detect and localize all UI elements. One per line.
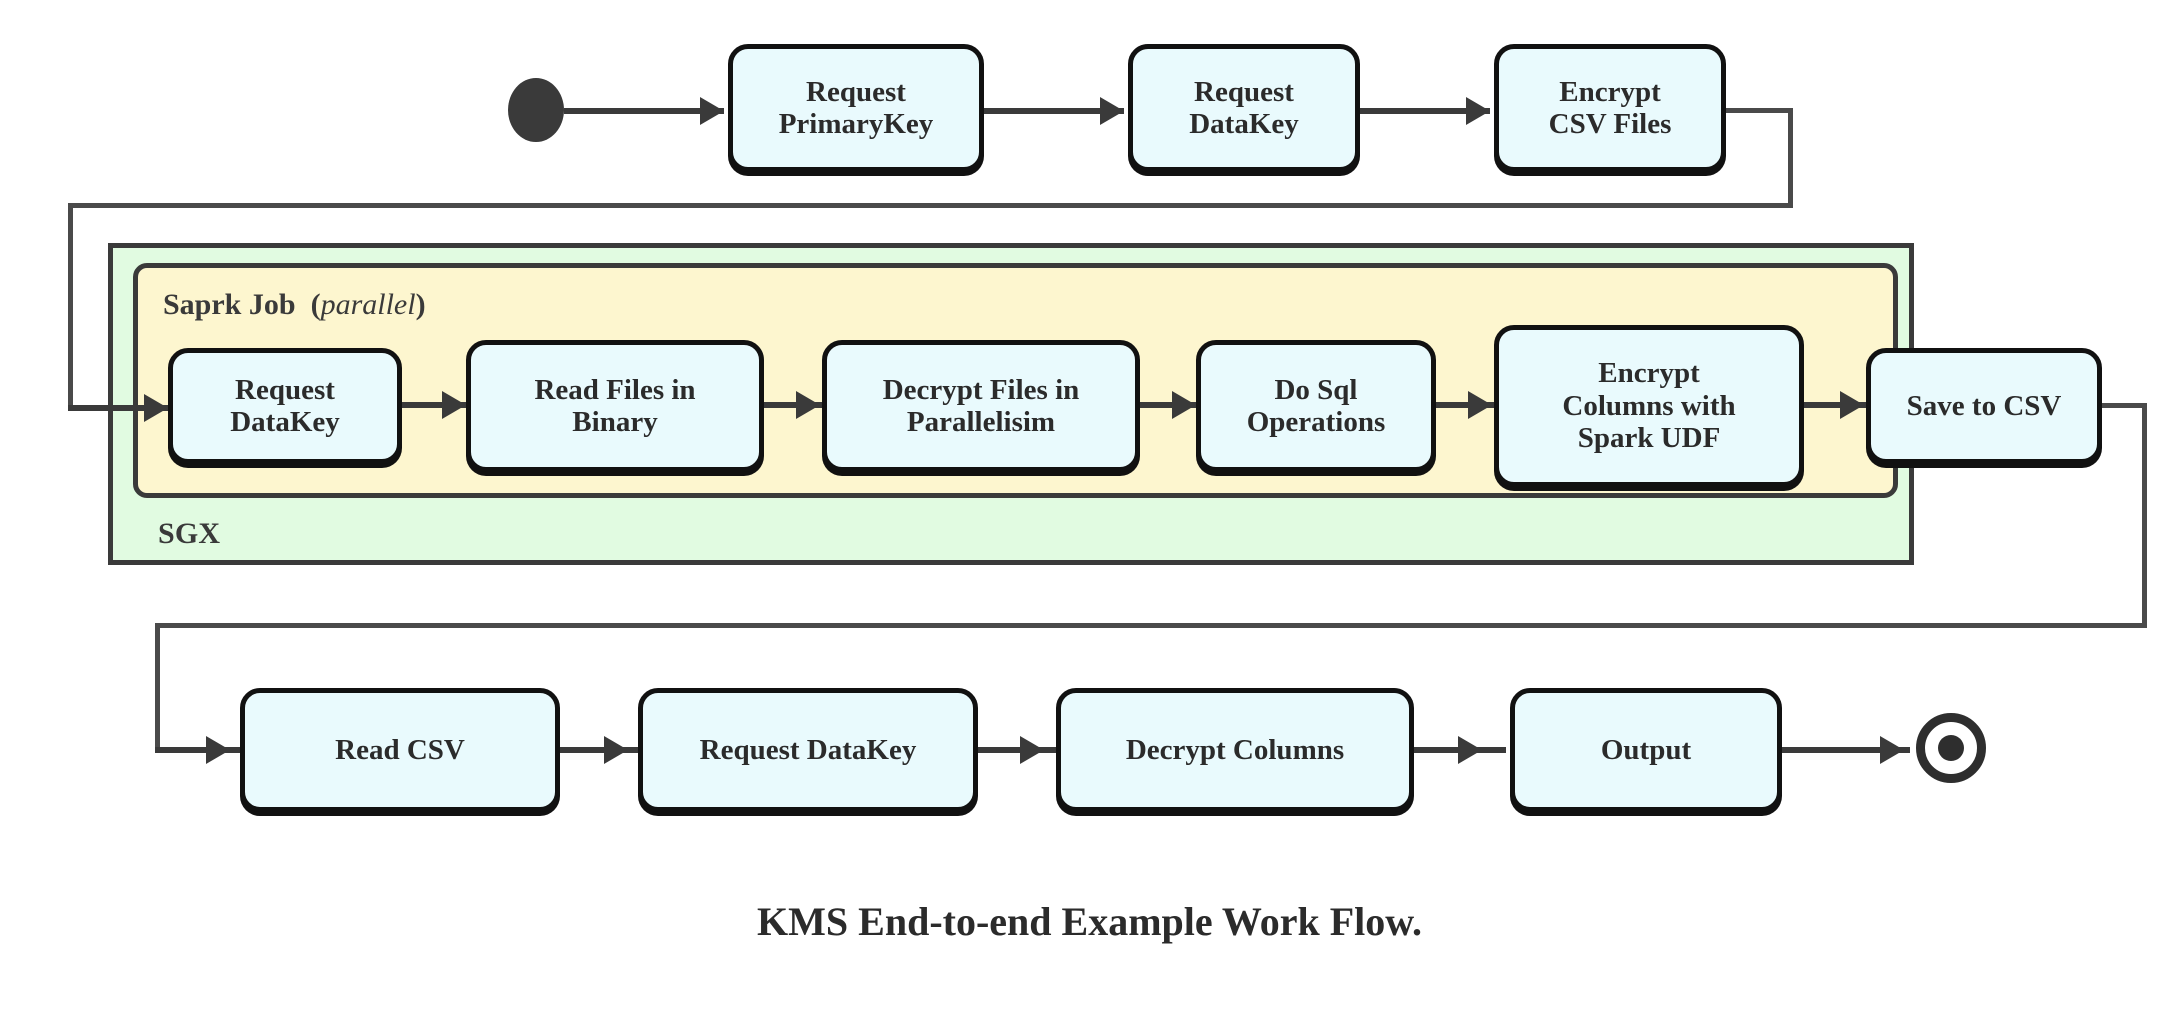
edge-request-primarykey-to-request-datakey — [984, 108, 1124, 114]
node-read-csv[interactable]: Read CSV — [240, 688, 560, 812]
node-request-primarykey[interactable]: Request PrimaryKey — [728, 44, 984, 172]
node-request-datakey-top[interactable]: Request DataKey — [1128, 44, 1360, 172]
arrowhead-read-csv-to-request-datakey — [604, 736, 628, 764]
diagram-caption: KMS End-to-end Example Work Flow. — [757, 899, 1422, 944]
arrowhead-encrypt-columns-to-save-to-csv — [1840, 391, 1864, 419]
arrowhead-read-files-to-decrypt-files — [796, 391, 820, 419]
end-node — [1916, 713, 1986, 783]
node-line: Read Files in — [534, 373, 696, 406]
arrowhead-decrypt-columns-to-output — [1458, 736, 1482, 764]
arrowhead-do-sql-to-encrypt-columns — [1468, 391, 1492, 419]
edge-wrap-bottom-left-segment — [155, 623, 2147, 628]
arrowhead-request-datakey-to-decrypt-columns — [1020, 736, 1044, 764]
arrowhead-output-to-end-node — [1880, 736, 1904, 764]
edge-output-to-end-node — [1782, 747, 1910, 753]
node-line: DataKey — [1189, 108, 1299, 140]
node-line: Read CSV — [335, 733, 465, 766]
node-line: Request — [806, 75, 906, 108]
node-line: Do Sql — [1274, 373, 1358, 406]
node-output[interactable]: Output — [1510, 688, 1782, 812]
node-line: Request — [1194, 75, 1294, 108]
arrowhead-decrypt-files-to-do-sql — [1172, 391, 1196, 419]
node-line: PrimaryKey — [778, 108, 934, 140]
node-encrypt-csv-files[interactable]: Encrypt CSV Files — [1494, 44, 1726, 172]
node-line: Columns with — [1562, 389, 1736, 422]
arrowhead-spark-datakey-to-read-files — [442, 391, 466, 419]
node-request-datakey-bottom[interactable]: Request DataKey — [638, 688, 978, 812]
container-spark-job-label: Saprk Job (parallel) — [163, 288, 426, 322]
node-line: Operations — [1246, 406, 1386, 438]
arrowhead-request-primarykey-to-request-datakey — [1100, 97, 1124, 125]
edge-wrap-left-down-segment — [68, 203, 73, 408]
edge-wrap-bottom-down-segment — [2142, 403, 2147, 628]
arrowhead-wrap-into-read-csv — [206, 736, 230, 764]
node-line: Save to CSV — [1906, 389, 2062, 422]
edge-wrap-into-read-csv — [155, 747, 250, 753]
edge-wrap-top-right-segment — [1726, 108, 1793, 113]
arrowhead-request-datakey-to-encrypt-csv — [1466, 97, 1490, 125]
node-line: Decrypt Columns — [1125, 733, 1345, 766]
edge-wrap-top-down-segment — [1788, 108, 1793, 208]
node-line: Encrypt — [1559, 75, 1661, 108]
edge-wrap-bottom-left-down-segment — [155, 623, 160, 750]
node-line: Parallelisim — [906, 406, 1056, 438]
start-node — [508, 78, 564, 142]
node-line: Encrypt — [1598, 357, 1700, 390]
container-sgx-label: SGX — [158, 517, 221, 550]
node-line: Spark UDF — [1577, 422, 1721, 455]
node-request-datakey-spark[interactable]: Request DataKey — [168, 348, 402, 464]
node-line: Binary — [572, 406, 658, 438]
node-line: Request — [235, 373, 335, 406]
node-decrypt-files-in-parallelisim[interactable]: Decrypt Files in Parallelisim — [822, 340, 1140, 472]
node-encrypt-columns-with-spark-udf[interactable]: Encrypt Columns with Spark UDF — [1494, 325, 1804, 487]
edge-start-to-request-primarykey — [564, 108, 724, 114]
arrowhead-start-to-request-primarykey — [700, 97, 724, 125]
edge-wrap-top-left-segment — [68, 203, 1793, 208]
node-do-sql-operations[interactable]: Do Sql Operations — [1196, 340, 1436, 472]
spark-job-title: Saprk Job — [163, 288, 296, 321]
node-decrypt-columns[interactable]: Decrypt Columns — [1056, 688, 1414, 812]
node-read-files-in-binary[interactable]: Read Files in Binary — [466, 340, 764, 472]
edge-request-datakey-to-encrypt-csv — [1360, 108, 1490, 114]
spark-job-annotation: parallel — [320, 288, 416, 321]
edge-encrypt-columns-to-save-to-csv — [1804, 402, 1870, 408]
node-line: Request DataKey — [699, 733, 917, 766]
spark-job-annotation-close: ) — [415, 288, 426, 321]
edge-wrap-into-spark-request-datakey — [68, 405, 168, 411]
arrowhead-wrap-into-spark-request-datakey — [144, 394, 168, 422]
node-line: Output — [1600, 733, 1692, 766]
edge-wrap-bottom-right-segment — [2102, 403, 2147, 408]
node-line: Decrypt Files in — [882, 373, 1080, 406]
node-line: CSV Files — [1548, 108, 1672, 140]
spark-job-annotation-open: ( — [310, 288, 321, 321]
node-save-to-csv[interactable]: Save to CSV — [1866, 348, 2102, 464]
node-line: DataKey — [230, 406, 340, 438]
